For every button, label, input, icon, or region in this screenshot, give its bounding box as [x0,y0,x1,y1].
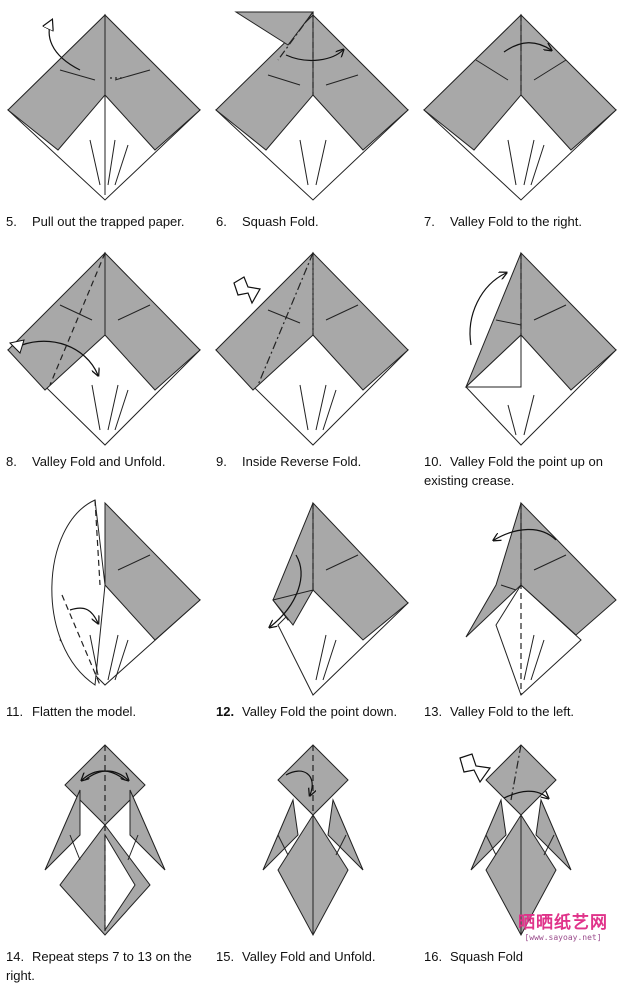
step-14-caption: 14.Repeat steps 7 to 13 on the right. [6,947,202,985]
step-number: 6. [216,214,227,229]
step-11-caption: 11. Flatten the model. [6,702,136,721]
step-text: Repeat steps 7 to 13 on the right. [6,949,192,983]
watermark: 晒晒纸艺网 [www.sayoay.net] [518,908,608,942]
step-text: Pull out the trapped paper. [32,214,185,229]
step-15-caption: 15. Valley Fold and Unfold. [216,947,375,966]
step-9-caption: 9. Inside Reverse Fold. [216,452,361,471]
step-14-diagram [0,740,205,950]
step-number: 11. [6,704,24,719]
step-text: Valley Fold and Unfold. [242,949,376,964]
step-text: Squash Fold [450,949,523,964]
step-number: 13. [424,704,443,719]
step-text: Valley Fold to the right. [450,214,582,229]
step-number: 10. [424,454,443,469]
step-number: 9. [216,454,227,469]
step-7-diagram [416,0,620,210]
step-8-caption: 8. Valley Fold and Unfold. [6,452,165,471]
step-number: 16. [424,949,443,964]
step-number: 8. [6,454,17,469]
step-12-caption: 12. Valley Fold the point down. [216,702,397,721]
step-13-caption: 13. Valley Fold to the left. [424,702,574,721]
step-11-diagram [0,495,205,705]
step-8-diagram [0,245,205,455]
watermark-logo: 晒晒纸艺网 [518,913,608,932]
step-number: 14. [6,949,25,964]
step-number: 15. [216,949,235,964]
step-text: Flatten the model. [32,704,137,719]
step-9-diagram [208,245,413,455]
step-15-diagram [208,740,413,950]
step-13-diagram [416,495,620,705]
step-16-diagram [416,740,620,950]
step-number: 7. [424,214,435,229]
step-number: 5. [6,214,17,229]
step-10-caption: 10.Valley Fold the point up on existing … [424,452,620,490]
step-text: Valley Fold the point up on existing cre… [424,454,603,488]
step-7-caption: 7. Valley Fold to the right. [424,212,582,231]
step-text: Valley Fold to the left. [450,704,575,719]
step-10-diagram [416,245,620,455]
step-5-diagram [0,0,205,210]
step-16-caption: 16. Squash Fold [424,947,523,966]
watermark-url: [www.sayoay.net] [524,933,602,942]
step-5-caption: 5. Pull out the trapped paper. [6,212,185,231]
step-12-diagram [208,495,413,705]
step-text: Squash Fold. [242,214,319,229]
step-number: 12. [216,704,235,719]
step-text: Valley Fold the point down. [242,704,398,719]
step-text: Inside Reverse Fold. [242,454,362,469]
step-text: Valley Fold and Unfold. [32,454,166,469]
step-6-diagram [208,0,413,210]
step-6-caption: 6. Squash Fold. [216,212,319,231]
